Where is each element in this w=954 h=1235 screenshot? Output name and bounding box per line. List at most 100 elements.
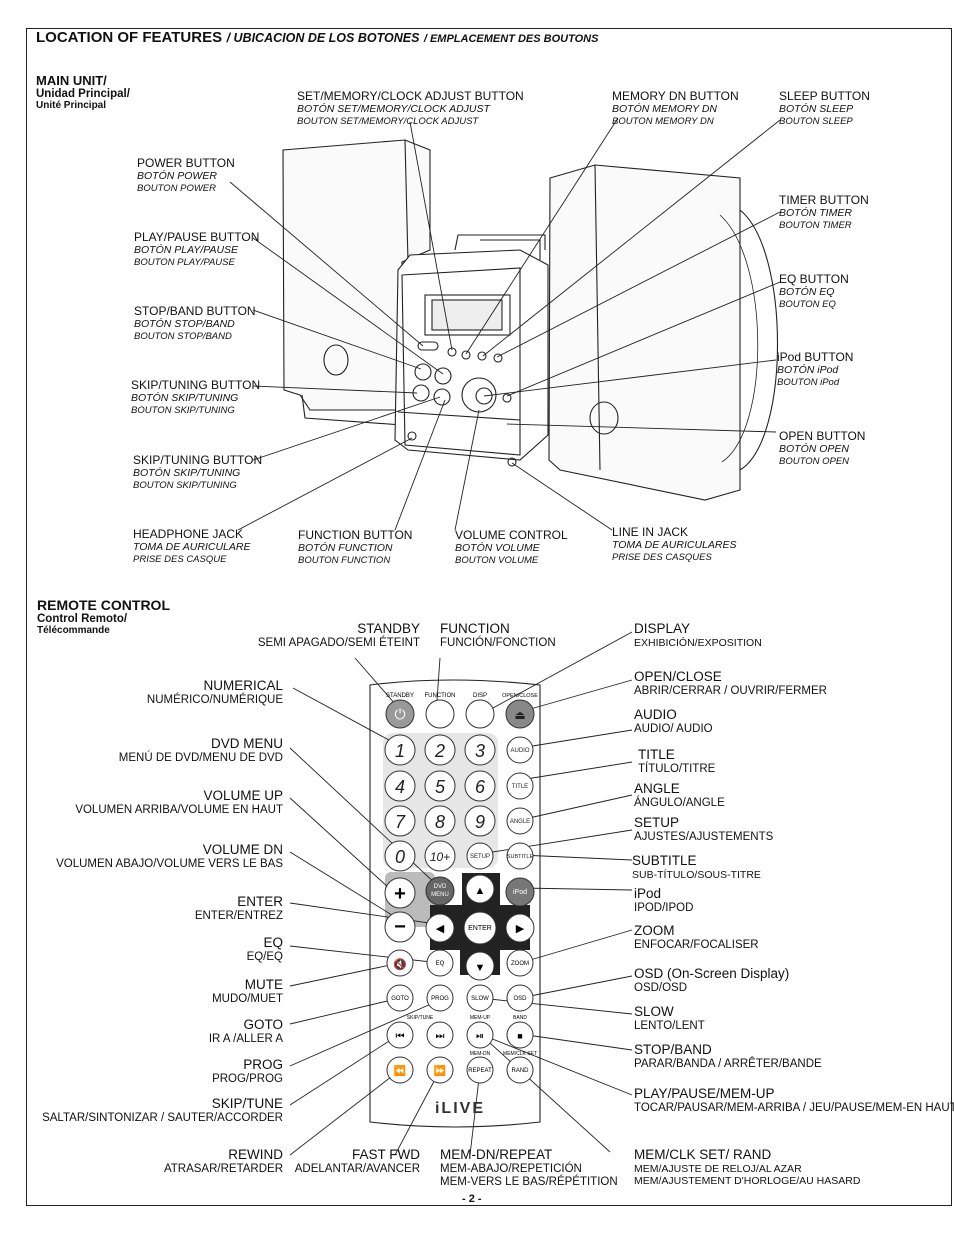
key-openclose-label: OPEN/CLOSE [502, 693, 538, 699]
key-audio: AUDIO [510, 748, 529, 754]
label-stop-band: STOP/BAND BUTTON BOTÓN STOP/BAND BOUTON … [134, 304, 256, 342]
ipod-button[interactable] [505, 877, 535, 907]
main-unit-heading: MAIN UNIT/ Unidad Principal/ Unité Princ… [36, 73, 130, 111]
page-header: LOCATION OF FEATURES / UBICACION DE LOS … [36, 29, 598, 47]
label-subtitle: SUBTITLE SUB-TÍTULO/SOUS-TITRE [632, 853, 761, 881]
key-standby-label: STANDBY [386, 693, 414, 699]
key-7: 7 [395, 812, 406, 832]
skip-forward-icon: ⏭ [436, 1031, 445, 1042]
triangle-left-icon: ◀ [436, 923, 445, 935]
label-mem-clk: MEM/CLK SET/ RAND MEM/AJUSTE DE RELOJ/AL… [634, 1147, 861, 1187]
key-function-label: FUNCTION [425, 693, 456, 699]
mute-button[interactable] [386, 949, 414, 977]
label-open-close: OPEN/CLOSE ABRIR/CERRAR / OUVRIR/FERMER [634, 669, 827, 697]
skip-back-button[interactable] [386, 1021, 414, 1049]
label-eq: EQ BUTTON BOTÓN EQ BOUTON EQ [779, 272, 849, 310]
repeat-button[interactable] [466, 1056, 494, 1084]
label-audio: AUDIO AUDIO/ AUDIO [634, 707, 713, 735]
triangle-down-icon: ▼ [475, 962, 486, 974]
key-setup: SETUP [470, 854, 490, 860]
svg-text:EQ: EQ [436, 961, 445, 967]
label-play-pause-remote: PLAY/PAUSE/MEM-UP TOCAR/PAUSAR/MEM-ARRIB… [634, 1086, 954, 1114]
key-10plus: 10+ [430, 850, 450, 864]
label-ipod: iPod BUTTON BOTÓN iPod BOUTON iPod [777, 350, 854, 388]
skip-forward-button[interactable] [426, 1021, 454, 1049]
enter-button[interactable] [463, 911, 497, 945]
standby-button[interactable] [385, 699, 415, 729]
key-6: 6 [475, 777, 486, 797]
label-setup: SETUP AJUSTES/AJUSTEMENTS [634, 815, 774, 843]
up-button[interactable] [465, 874, 495, 904]
mem-clk-key-label: MEM/CLK SET [503, 1051, 537, 1057]
play-pause-button[interactable] [466, 1021, 494, 1049]
label-enter: ENTER ENTER/ENTREZ [194, 894, 283, 922]
volume-down-button[interactable] [384, 911, 416, 943]
right-button[interactable] [505, 913, 535, 943]
triangle-up-icon: ▲ [475, 885, 486, 897]
header-title-es: / UBICACION DE LOS BOTONES [226, 31, 420, 45]
svg-text:ZOOM: ZOOM [511, 961, 529, 967]
key-enter: ENTER [468, 925, 492, 932]
label-skip-tuning-2: SKIP/TUNING BUTTON BOTÓN SKIP/TUNING BOU… [133, 453, 263, 491]
goto-button[interactable] [386, 984, 414, 1012]
eq-button[interactable] [426, 949, 454, 977]
svg-text:RAND: RAND [511, 1068, 529, 1074]
label-prog: PROG PROG/PROG [212, 1057, 283, 1085]
svg-text:OSD: OSD [513, 996, 527, 1002]
label-dvd-menu: DVD MENU MENÚ DE DVD/MENU DE DVD [118, 736, 283, 764]
svg-text:PROG: PROG [431, 996, 449, 1002]
function-button[interactable] [425, 699, 455, 729]
rewind-button[interactable] [386, 1056, 414, 1084]
open-close-button[interactable] [505, 699, 535, 729]
label-rewind: REWIND ATRASAR/RETARDER [163, 1147, 283, 1175]
label-headphone: HEADPHONE JACK TOMA DE AURICULARE PRISE … [133, 527, 251, 565]
label-timer: TIMER BUTTON BOTÓN TIMER BOUTON TIMER [779, 193, 869, 231]
rand-button[interactable] [506, 1056, 534, 1084]
svg-text:iPod: iPod [513, 889, 527, 896]
eject-icon: ⏏ [514, 708, 525, 722]
remote-heading: REMOTE CONTROL Control Remoto/ Télécomma… [37, 597, 170, 636]
triangle-right-icon: ▶ [516, 923, 525, 935]
osd-button[interactable] [506, 984, 534, 1012]
label-line-in: LINE IN JACK TOMA DE AURICULARES PRISE D… [612, 525, 737, 563]
disp-button[interactable] [465, 699, 495, 729]
svg-text:DVD: DVD [434, 884, 447, 890]
label-display: DISPLAY EXHIBICIÓN/EXPOSITION [634, 621, 762, 649]
key-subtitle: SUBTITLE [507, 854, 534, 860]
band-key-label: BAND [513, 1015, 527, 1021]
label-sleep: SLEEP BUTTON BOTÓN SLEEP BOUTON SLEEP [779, 89, 870, 127]
label-remote-function: FUNCTION FUNCIÓN/FONCTION [440, 621, 556, 649]
label-mem-dn: MEM-DN/REPEAT MEM-ABAJO/REPETICIÓN MEM-V… [440, 1147, 618, 1188]
label-open: OPEN BUTTON BOTÓN OPEN BOUTON OPEN [779, 429, 866, 467]
power-icon: ⏻ [394, 706, 405, 722]
key-9: 9 [475, 812, 485, 832]
label-slow: SLOW LENTO/LENT [634, 1004, 705, 1032]
label-ipod-remote: iPod IPOD/IPOD [634, 886, 694, 914]
mem-dn-key-label: MEM-DN [470, 1051, 491, 1057]
left-button[interactable] [425, 913, 455, 943]
fast-forward-button[interactable] [426, 1056, 454, 1084]
key-1: 1 [395, 741, 405, 761]
rewind-icon: ⏪ [394, 1064, 406, 1077]
key-angle: ANGLE [510, 819, 530, 825]
label-volume-up: VOLUME UP VOLUMEN ARRIBA/VOLUME EN HAUT [75, 788, 283, 816]
zoom-button[interactable] [506, 949, 534, 977]
svg-text:REPEAT: REPEAT [468, 1068, 492, 1074]
skip-tune-key-label: SKIP/TUNE [407, 1015, 434, 1021]
prog-button[interactable] [426, 984, 454, 1012]
dvd-menu-button[interactable] [425, 876, 455, 906]
label-fast-fwd: FAST FWD ADELANTAR/AVANCER [294, 1147, 420, 1175]
label-power: POWER BUTTON BOTÓN POWER BOUTON POWER [137, 156, 235, 194]
label-osd: OSD (On-Screen Display) OSD/OSD [634, 966, 790, 994]
label-function: FUNCTION BUTTON BOTÓN FUNCTION BOUTON FU… [298, 528, 413, 566]
slow-button[interactable] [466, 984, 494, 1012]
fast-forward-icon: ⏩ [434, 1064, 446, 1077]
plus-icon: + [394, 883, 406, 905]
stop-button[interactable] [506, 1021, 534, 1049]
label-mute: MUTE MUDO/MUET [212, 977, 283, 1005]
svg-text:GOTO: GOTO [391, 996, 409, 1002]
key-2: 2 [434, 741, 445, 761]
volume-up-button[interactable] [384, 877, 416, 909]
down-button[interactable] [465, 951, 495, 981]
